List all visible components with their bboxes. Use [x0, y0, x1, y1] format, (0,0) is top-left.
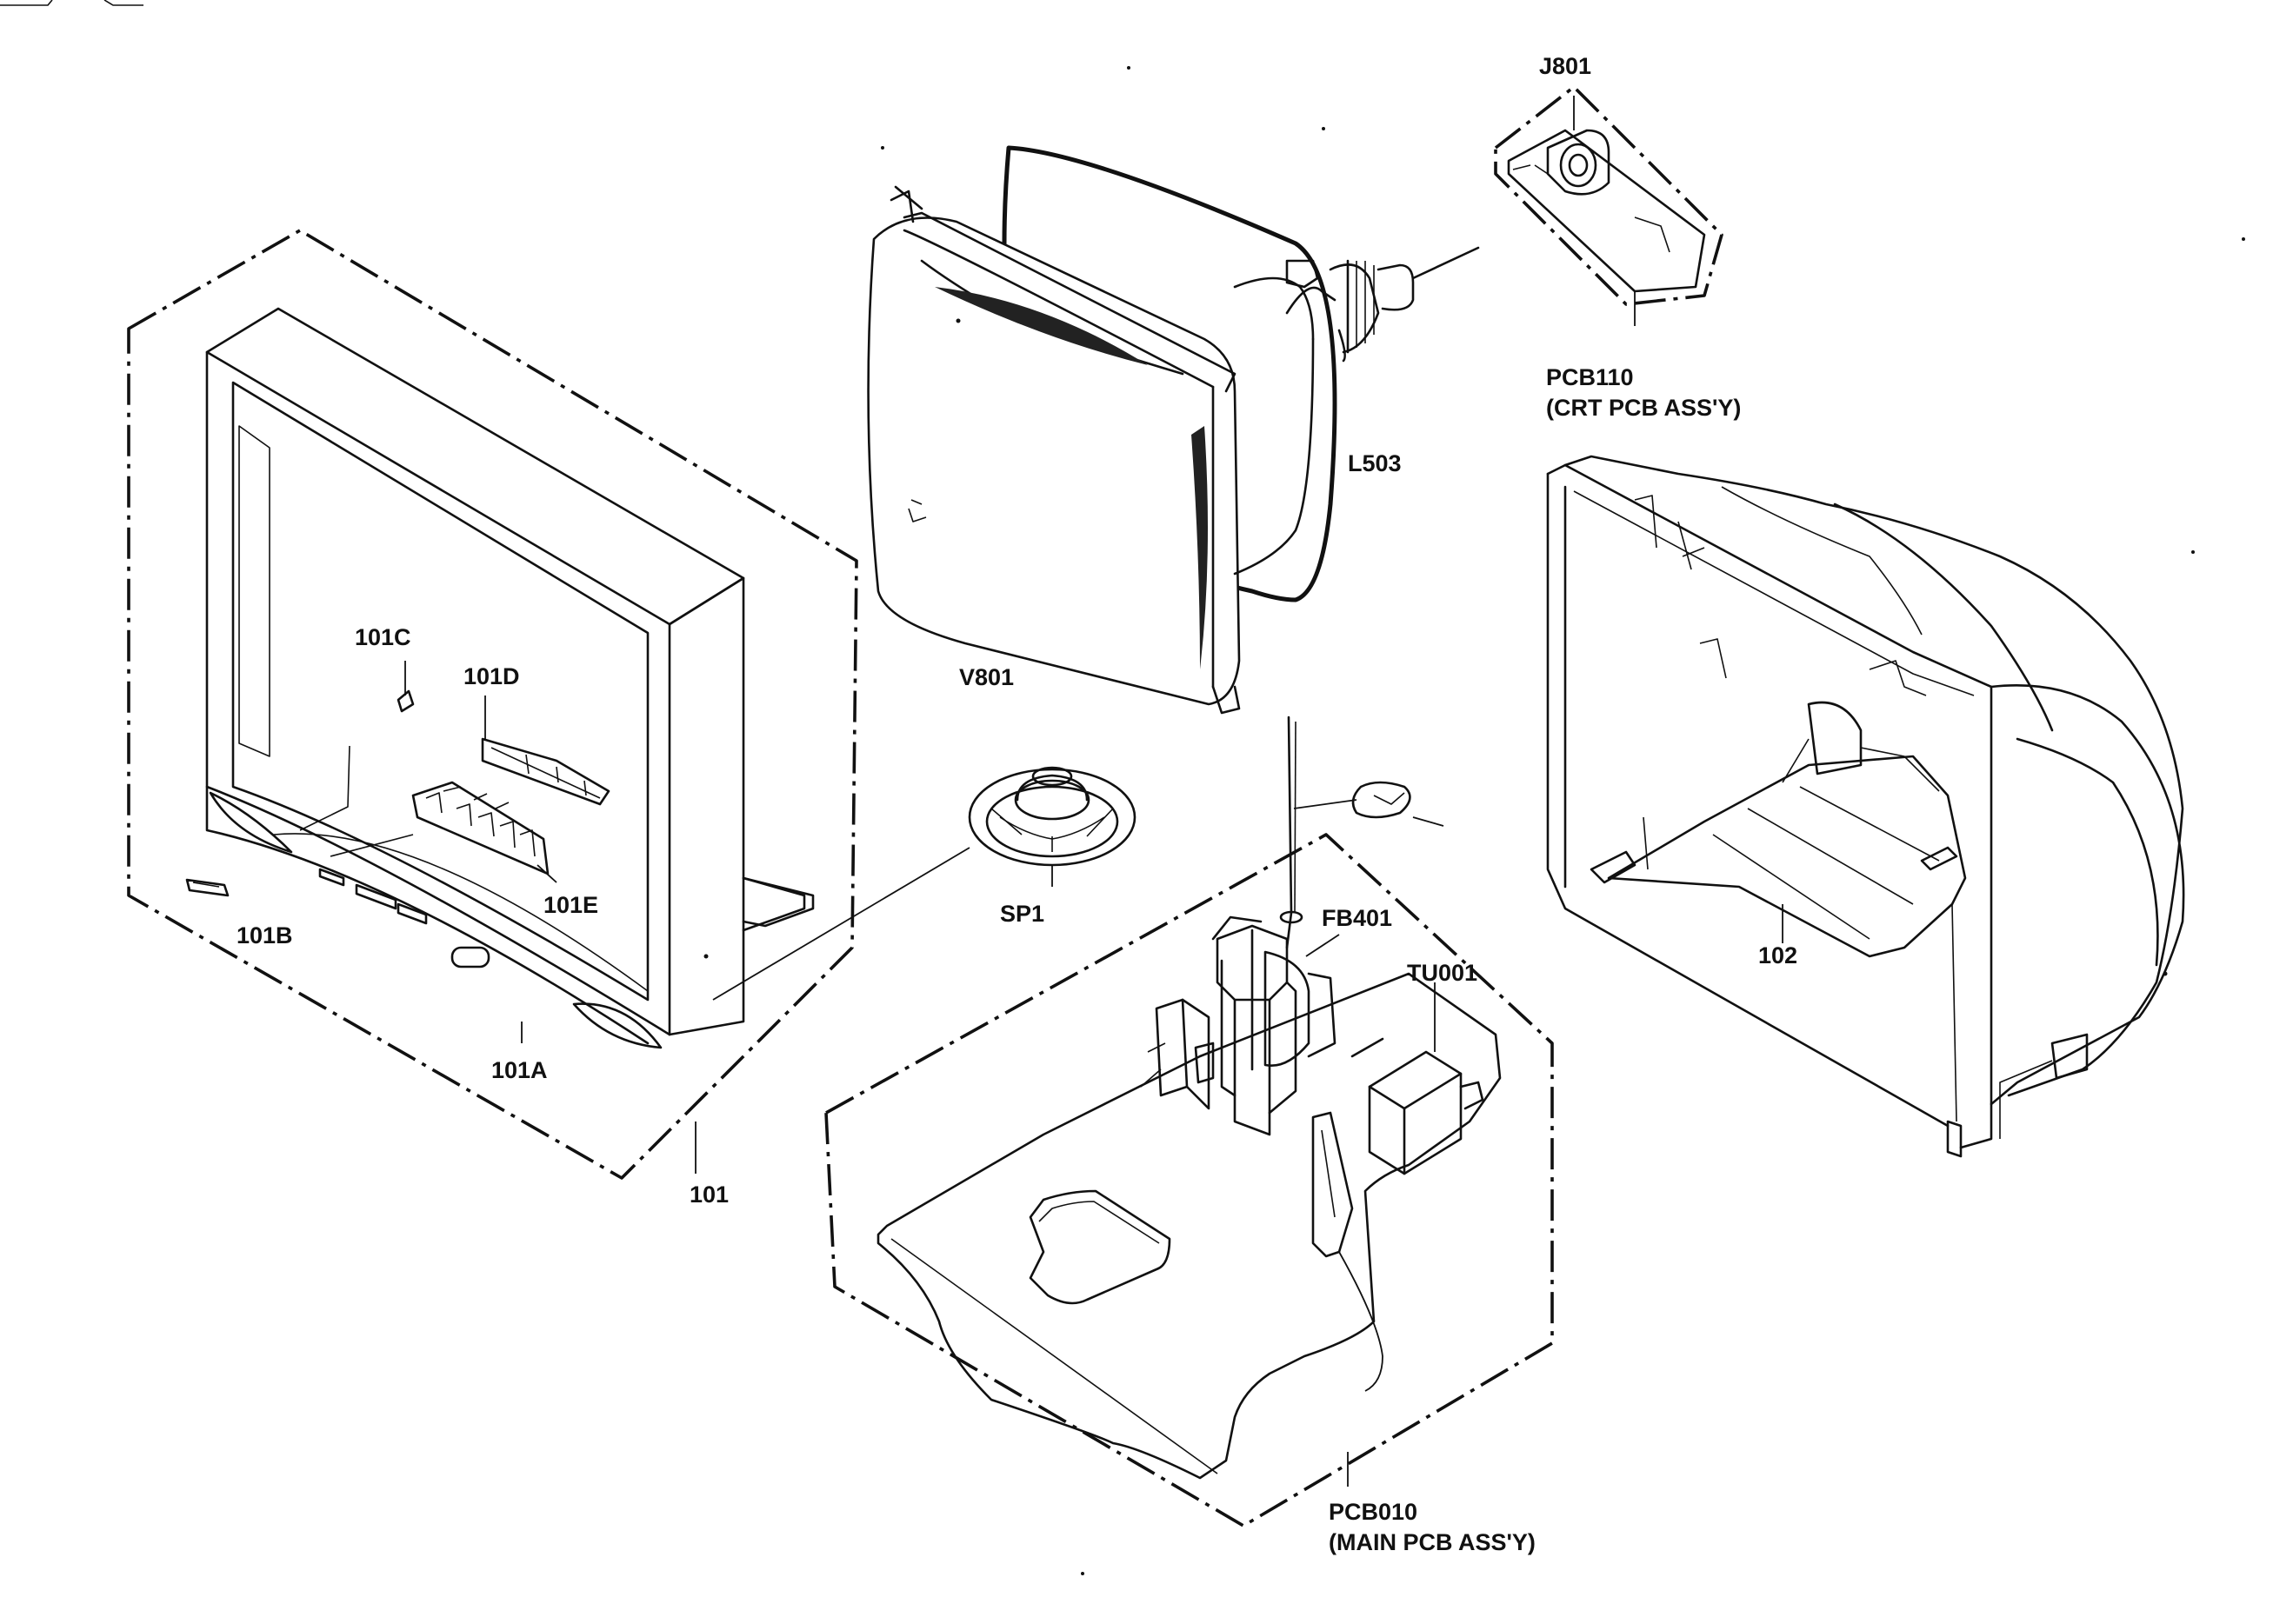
label-101c: 101C — [355, 624, 411, 650]
part-101b — [185, 878, 230, 897]
flyback-fb401 — [1211, 715, 1444, 1136]
label-sp1: SP1 — [1000, 901, 1044, 927]
main-pcb-boundary — [824, 833, 1554, 1527]
part-101e — [411, 781, 557, 883]
label-102: 102 — [1758, 942, 1797, 968]
crt-assembly — [867, 145, 1480, 715]
heatsink — [1140, 998, 1215, 1110]
front-cabinet-boundary — [127, 229, 858, 1180]
label-101a: 101A — [491, 1057, 548, 1083]
crt-pcb-board — [1507, 129, 1706, 293]
label-pcb010-line2: (MAIN PCB ASS'Y) — [1329, 1529, 1536, 1555]
label-101: 101 — [690, 1181, 729, 1208]
crt-socket-j801 — [1559, 143, 1597, 188]
label-tu001: TU001 — [1407, 960, 1477, 986]
label-v801: V801 — [959, 664, 1014, 690]
crt-face-v801 — [867, 216, 1241, 706]
label-pcb010-line1: PCB010 — [1329, 1499, 1417, 1525]
label-l503: L503 — [1348, 450, 1402, 476]
main-pcb-board — [877, 972, 1502, 1480]
label-101e: 101E — [543, 892, 598, 918]
label-pcb110-line1: PCB110 — [1546, 364, 1634, 390]
label-101b: 101B — [237, 922, 293, 948]
speaker-sp1 — [712, 766, 1136, 1001]
part-101d — [481, 696, 610, 806]
tuner-tu001 — [1350, 982, 1484, 1175]
rear-cabinet-102 — [1546, 455, 2185, 1158]
crt-pcb-boundary — [1494, 85, 1723, 306]
label-101d: 101D — [463, 663, 520, 689]
front-cabinet-group — [127, 229, 858, 1180]
label-pcb110-line2: (CRT PCB ASS'Y) — [1546, 395, 1741, 421]
label-fb401: FB401 — [1322, 905, 1392, 931]
main-pcb-group — [824, 715, 1554, 1527]
label-j801: J801 — [1539, 53, 1591, 79]
crt-pcb-group — [1494, 85, 1723, 326]
